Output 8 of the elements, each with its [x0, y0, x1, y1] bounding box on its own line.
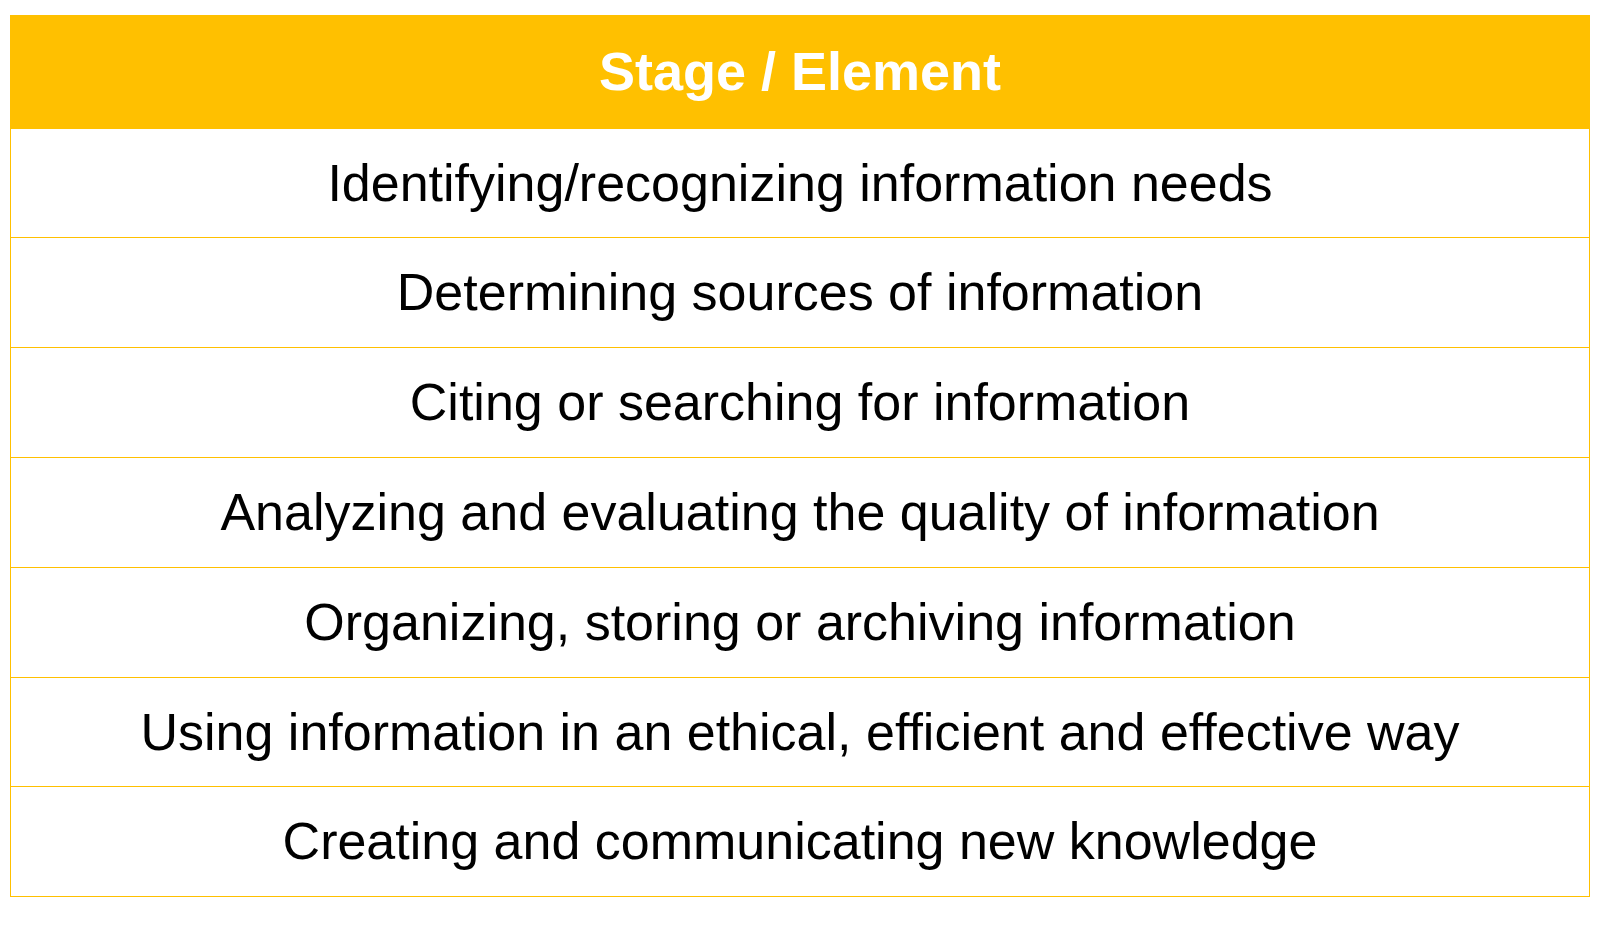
table-cell: Organizing, storing or archiving information	[10, 567, 1590, 678]
table-cell: Analyzing and evaluating the quality of information	[10, 457, 1590, 568]
table-cell: Identifying/recognizing information needs	[10, 128, 1590, 238]
table-cell: Using information in an ethical, efficient and effective way	[10, 677, 1590, 787]
table-cell: Citing or searching for information	[10, 347, 1590, 458]
table-cell: Creating and communicating new knowledge	[10, 786, 1590, 897]
table-header-cell: Stage / Element	[10, 15, 1590, 129]
table-cell: Determining sources of information	[10, 237, 1590, 348]
